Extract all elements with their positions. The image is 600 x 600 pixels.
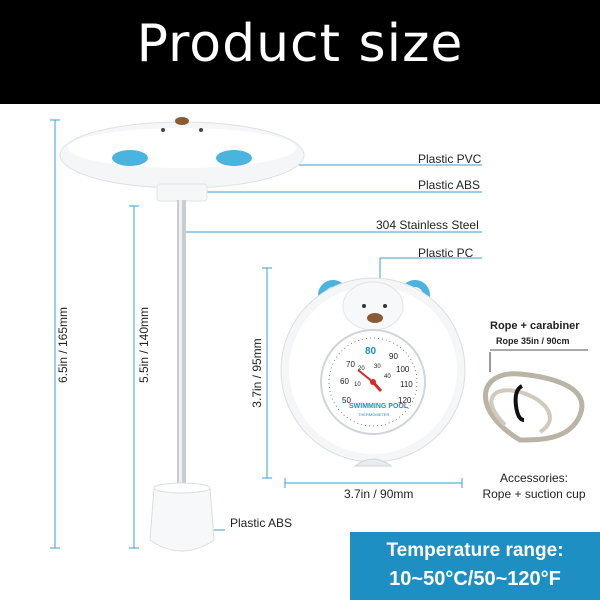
label-plastic-pc: Plastic PC — [418, 246, 474, 260]
dimension-dial-width: 3.7in / 90mm — [344, 487, 414, 501]
dial-brand: SWIMMING POOL — [349, 403, 409, 410]
dimension-stem-height: 5.5in / 140mm — [137, 306, 151, 384]
page-title: Product size — [136, 14, 464, 74]
dial-tick-60: 60 — [340, 377, 349, 386]
label-plastic-pvc: Plastic PVC — [418, 152, 482, 166]
accessories-items: Rope + suction cup — [482, 487, 586, 501]
label-plastic-abs-top: Plastic ABS — [418, 178, 481, 192]
temperature-range-box: Temperature range: 10~50°C/50~120°F — [350, 532, 600, 600]
dial-tick-c-40: 40 — [384, 374, 391, 380]
dial-tick-c-10: 10 — [354, 382, 361, 388]
label-plastic-abs-bottom: Plastic ABS — [230, 516, 293, 530]
dial-unit — [280, 277, 466, 467]
temperature-range-title: Temperature range: — [386, 540, 564, 561]
accessories-note: Accessories: Rope + suction cup — [474, 470, 594, 502]
dial-tick-120: 120 — [398, 396, 412, 405]
label-stainless-steel: 304 Stainless Steel — [376, 218, 479, 232]
dial-tick-c-30: 30 — [374, 364, 381, 370]
dial-tick-c-20: 20 — [358, 366, 365, 372]
dial-tick-90: 90 — [389, 352, 398, 361]
steel-stem — [177, 200, 186, 498]
dial-tick-100: 100 — [396, 365, 410, 374]
dial-sub: THERMOMETER — [358, 412, 390, 417]
dimension-total-height: 6.5in / 165mm — [56, 306, 70, 384]
dial-tick-50: 50 — [342, 396, 351, 405]
temperature-range-value: 10~50°C/50~120°F — [389, 568, 561, 590]
product-illustration — [50, 117, 588, 552]
dimension-dial-height: 3.7in / 95mm — [250, 338, 264, 408]
accessories-title: Accessories: — [499, 471, 569, 485]
rope-carabiner — [483, 349, 588, 443]
dial-tick-110: 110 — [400, 380, 413, 389]
bottom-cap — [149, 482, 215, 552]
dial-scale-top: 80 — [365, 346, 377, 357]
rope-title: Rope + carabiner — [490, 320, 580, 332]
float-body — [59, 117, 305, 202]
title-banner: Product size — [0, 0, 600, 104]
dial-tick-70: 70 — [346, 360, 355, 369]
rope-spec: Rope 35in / 90cm — [496, 336, 570, 346]
